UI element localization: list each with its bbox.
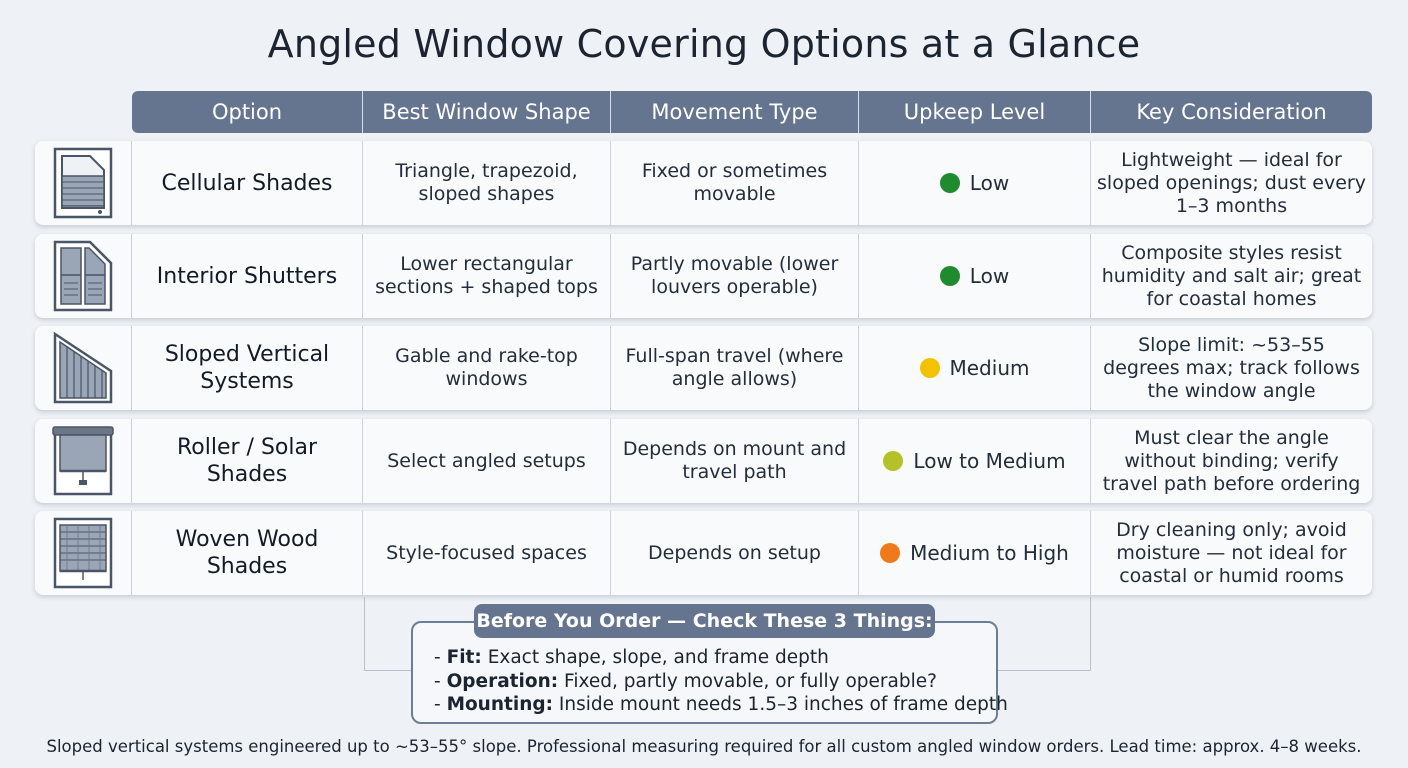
checklist-callout (411, 621, 998, 724)
best-window-shape: Gable and rake-top windows (363, 326, 611, 410)
movement-type: Partly movable (lower louvers operable) (611, 234, 859, 318)
movement-type: Full-span travel (where angle allows) (611, 326, 859, 410)
checklist-title: Before You Order — Check These 3 Things: (474, 604, 935, 638)
checklist-item-label: Mounting: (446, 694, 554, 715)
option-name: Interior Shutters (132, 234, 363, 318)
column-header-movement: Movement Type (611, 91, 859, 133)
checklist-item-label: Operation: (446, 670, 559, 692)
best-window-shape: Select angled setups (363, 419, 611, 503)
cellular-shade-icon (53, 147, 113, 219)
upkeep-level: Low to Medium (859, 419, 1091, 503)
upkeep-label: Medium (949, 355, 1030, 380)
column-header-consideration: Key Consideration (1136, 100, 1327, 124)
page-title: Angled Window Covering Options at a Glan… (267, 22, 1141, 66)
upkeep-label: Low (969, 263, 1010, 288)
best-window-shape: Lower rectangular sections + shaped tops (363, 234, 611, 318)
upkeep-indicator-dot (939, 266, 960, 286)
checklist-item: - Operation: Fixed, partly movable, or f… (434, 670, 937, 692)
checklist-item-text: Fixed, partly movable, or fully operable… (564, 670, 937, 692)
option-name: Sloped Vertical Systems (132, 326, 363, 410)
option-name: Cellular Shades (132, 141, 363, 225)
checklist-item-label: Fit: (446, 647, 482, 668)
footer-note: Sloped vertical systems engineered up to… (46, 737, 1362, 756)
upkeep-indicator-dot (919, 358, 940, 378)
upkeep-indicator-dot (939, 173, 960, 193)
best-window-shape: Triangle, trapezoid, sloped shapes (363, 141, 611, 225)
upkeep-level: Medium (859, 326, 1091, 410)
key-consideration: Lightweight — ideal for sloped openings;… (1097, 148, 1366, 217)
checklist-item: - Mounting: Inside mount needs 1.5–3 inc… (434, 694, 1008, 715)
table-row: Roller / Solar Shades Select angled setu… (35, 419, 1372, 503)
key-consideration: Slope limit: ~53–55 degrees max; track f… (1103, 333, 1360, 402)
movement-type: Depends on setup (611, 511, 859, 595)
movement-type: Fixed or sometimes movable (611, 141, 859, 225)
option-name: Roller / Solar Shades (132, 419, 363, 503)
table-row: Cellular Shades Triangle, trapezoid, slo… (35, 141, 1372, 225)
column-header-shape: Best Window Shape (363, 91, 611, 133)
roller-shade-icon (52, 426, 114, 496)
upkeep-label: Low (969, 170, 1010, 195)
column-header-option: Option (132, 91, 363, 133)
key-consideration: Must clear the angle without binding; ve… (1102, 426, 1361, 495)
upkeep-indicator-dot (880, 543, 901, 563)
checklist-item: - Fit: Exact shape, slope, and frame dep… (434, 647, 829, 668)
checklist-items: - Fit: Exact shape, slope, and frame dep… (434, 646, 1008, 717)
table-header: Option Best Window Shape Movement Type U… (132, 91, 1372, 133)
upkeep-level: Low (859, 141, 1091, 225)
movement-type: Depends on mount and travel path (611, 419, 859, 503)
upkeep-level: Low (859, 234, 1091, 318)
woven-wood-shade-icon (53, 517, 113, 589)
option-name: Woven Wood Shades (132, 511, 363, 595)
upkeep-indicator-dot (883, 451, 904, 471)
table-row: Sloped Vertical Systems Gable and rake-t… (35, 326, 1372, 410)
upkeep-level: Medium to High (859, 511, 1091, 595)
key-consideration: Dry cleaning only; avoid moisture — not … (1116, 518, 1347, 587)
best-window-shape: Style-focused spaces (363, 511, 611, 595)
callout-connector-left (364, 597, 412, 671)
checklist-item-text: Exact shape, slope, and frame depth (487, 647, 829, 668)
table-row: Interior Shutters Lower rectangular sect… (35, 234, 1372, 318)
sloped-vertical-blind-icon (53, 331, 113, 404)
upkeep-label: Low to Medium (913, 448, 1066, 473)
key-consideration: Composite styles resist humidity and sal… (1101, 241, 1362, 310)
table-row: Woven Wood Shades Style-focused spaces D… (35, 511, 1372, 595)
column-header-upkeep: Upkeep Level (859, 91, 1091, 133)
checklist-item-text: Inside mount needs 1.5–3 inches of frame… (558, 694, 1008, 715)
callout-connector-right (997, 597, 1091, 671)
interior-shutter-icon (53, 240, 113, 312)
upkeep-label: Medium to High (910, 540, 1069, 565)
